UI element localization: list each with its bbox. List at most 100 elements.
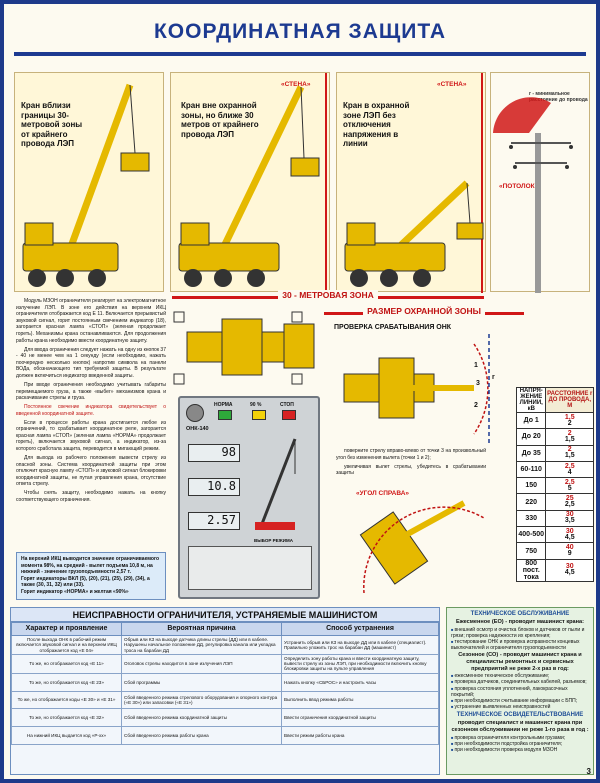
faults-title: НЕИСПРАВНОСТИ ОГРАНИЧИТЕЛЯ, УСТРАНЯЕМЫЕ … [11, 608, 439, 622]
lcd-top: 98 [188, 444, 240, 462]
zone-size: 25 [565, 495, 574, 503]
r-distance-note: r - минимальное расстояние до провода [529, 91, 588, 103]
cause-cell: Оголовок стрелы находится в зоне излучен… [121, 653, 282, 674]
cause-cell: Сбой введенного режима работы крана [121, 726, 282, 745]
cause-cell: Сбой программы [121, 672, 282, 692]
boom-diagram [255, 438, 297, 530]
voltage-cell: До 1 [515, 411, 547, 430]
norm-lamp [218, 410, 232, 420]
ceiling-label: «ПОТОЛОК» [499, 183, 539, 190]
min-distance: 2 [567, 419, 572, 427]
min-distance: 4,5 [564, 569, 575, 577]
protect-zone-label: РАЗМЕР ОХРАННОЙ ЗОНЫ [363, 306, 485, 316]
zone-size: 30 [565, 563, 574, 571]
mode-button-panel [188, 546, 312, 590]
inspection-list: проверка ограничителя контрольными груза… [451, 735, 589, 754]
min-distance: 1,5 [564, 435, 575, 443]
zone-size: 40 [565, 544, 574, 552]
list-item: при необходимости считывание информации … [451, 698, 589, 704]
zone-size: 2 [567, 429, 572, 437]
col-symptom: Характер и проявление [11, 622, 122, 636]
point-r: r [492, 374, 495, 381]
cause-cell: Обрыв или КЗ на выходе датчика длины стр… [121, 635, 282, 655]
zone-size: 2,5 [564, 462, 575, 470]
remedy-cell: Нажать кнопку «СБРОС» и настроить часы [281, 672, 439, 692]
check-step-1: поверните стрелу вправо-влево от точки 3… [336, 448, 486, 461]
lcd-middle: 10.8 [188, 478, 240, 496]
crane-illustration-2 [178, 73, 327, 293]
voltage-cell: 400-500 [515, 526, 547, 544]
panel-power-line: r - минимальное расстояние до провода «П… [490, 72, 590, 293]
min-distance: 5 [567, 484, 572, 492]
table-row: На нижний ИКЦ выдается код «Р-хх»Сбой вв… [11, 726, 439, 745]
voltage-cell: 750 [515, 542, 547, 560]
onk-check-title: ПРОВЕРКА СРАБАТЫВАНИЯ ОНК [334, 324, 452, 331]
title-rule [14, 52, 586, 56]
p90-lamp [252, 410, 266, 420]
min-distance: 9 [567, 550, 572, 558]
voltage-cell: До 20 [515, 428, 547, 446]
note-line-1: На верхний ИКЦ выводится значение ограни… [21, 556, 160, 575]
page-number: 3 [586, 767, 591, 776]
speaker-icon [186, 404, 204, 422]
point-1: 1 [474, 362, 478, 369]
onk-check-steps: поверните стрелу вправо-влево от точки 3… [336, 448, 486, 479]
page-title: КООРДИНАТНАЯ ЗАЩИТА [153, 20, 447, 43]
min-distance: 3,5 [564, 517, 575, 525]
col-cause: Вероятная причина [121, 622, 282, 636]
list-item: при необходимости проверка модуля МЗОН [451, 747, 589, 753]
table-row: После выхода ОНК в рабочий режим включае… [11, 635, 439, 655]
table-row: То же, но отображается код «Е 23»Сбой пр… [11, 672, 439, 692]
col-remedy: Способ устранения [281, 622, 439, 636]
paragraph: Для ввода ограничения следует нажать на … [16, 346, 166, 379]
eo-heading: Ежесменное (ЕО) - проводит машинист кран… [455, 619, 585, 625]
p90-lamp-label: 90 % [250, 402, 262, 408]
voltage-cell: 150 [515, 477, 547, 495]
symptom-cell: На нижний ИКЦ выдается код «Р-хх» [11, 726, 122, 745]
wall-label-2: «СТЕНА» [437, 81, 467, 88]
note-line-3: Горит индикатор «НОРМА» и желтая «90%» [21, 588, 129, 595]
crane-angle-diagram [334, 498, 504, 598]
list-item: проверка датчиков, соединительных кабеле… [451, 679, 589, 685]
lcd-bottom: 2.57 [188, 512, 240, 530]
header-voltage: НАПРЯ-ЖЕНИЕ ЛИНИИ, кВ [515, 387, 547, 413]
angle-right-label: «УГОЛ СПРАВА» [356, 490, 410, 497]
stop-lamp [282, 410, 296, 420]
list-item: тестирование ОНК и проверка исправности … [451, 639, 589, 651]
crane-top-view [172, 304, 322, 392]
voltage-cell: До 35 [515, 444, 547, 462]
zone-size: 1,5 [564, 413, 575, 421]
check-step-2: увеличивая вылет стрелы, убедитесь в сра… [336, 463, 486, 477]
onk-check-diagram: 1 3 2 r [334, 334, 504, 444]
zone-30m-label: 30 - МЕТРОВАЯ ЗОНА [278, 290, 378, 300]
remedy-cell: Устранить обрыв или КЗ на выходе ДД или … [281, 635, 439, 655]
so-heading: Сезонное (СО) - проводит машинист крана … [458, 652, 582, 672]
zone-30m-bar: 30 - МЕТРОВАЯ ЗОНА [172, 290, 484, 304]
voltage-cell: 220 [515, 493, 547, 511]
list-item: устранение выявленных неисправностей [451, 704, 589, 710]
note-line-2: Горят индикаторы ВКЛ (5), (20), (21), (2… [21, 575, 150, 589]
list-item: ежесменное техническое обслуживание; [451, 673, 589, 679]
header-distance: РАССТОЯНИЕ r ДО ПРОВОДА, М [545, 387, 594, 413]
eo-list: внешний осмотр и очистка блоков и датчик… [451, 627, 589, 652]
remedy-cell: Определить зону работы крана и ввести ко… [281, 653, 439, 674]
voltage-cell: 60-110 [515, 460, 547, 479]
faults-table: Характер и проявление Вероятная причина … [11, 622, 439, 745]
list-item: внешний осмотр и очистка блоков и датчик… [451, 627, 589, 639]
table-row: То же, но отображается коды «Е 30» и «Е … [11, 690, 439, 710]
table-row: То же, но отображается код «Е 32»Сбой вв… [11, 708, 439, 728]
maintenance-title: ТЕХНИЧЕСКОЕ ОБСЛУЖИВАНИЕ [470, 611, 570, 617]
symptom-cell: То же, но отображается код «Е 32» [11, 708, 122, 728]
symptom-cell: То же, но отображается код «Е 11» [11, 653, 122, 674]
remedy-cell: Ввести ограничения координатной защиты [281, 708, 439, 728]
symptom-cell: То же, но отображается код «Е 23» [11, 672, 122, 692]
voltage-cell: 800 пост. тока [515, 558, 547, 582]
